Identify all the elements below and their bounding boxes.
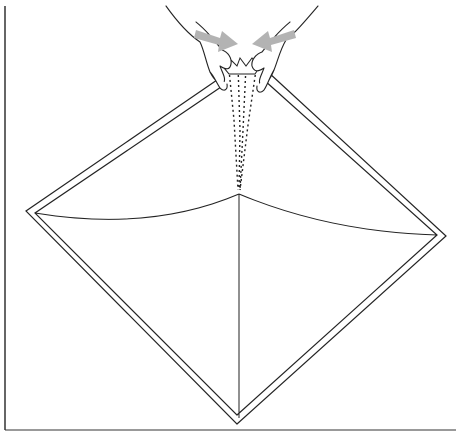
dotted-fold-left [229,70,238,190]
square-sheet [26,72,446,424]
left-curved-fold [35,194,239,219]
sheet-outline-inner [35,80,437,415]
sheet-outline-outer [26,72,446,424]
dotted-fold-center-left [238,65,240,190]
dotted-fold-right [240,70,256,190]
dotted-fold-center-right [240,66,246,190]
hands-icon [166,6,318,92]
dotted-fold-lines [229,65,256,190]
